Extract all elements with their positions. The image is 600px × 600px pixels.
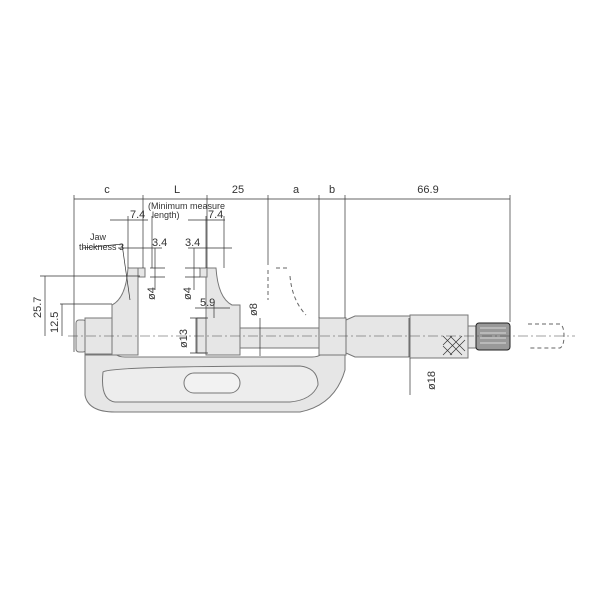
left-jaw-width: 7.4 bbox=[130, 209, 145, 221]
left-jaw-tip bbox=[137, 267, 146, 278]
knurl bbox=[442, 335, 466, 356]
sleeve bbox=[345, 315, 411, 358]
spindle bbox=[239, 327, 321, 349]
left-jaw bbox=[111, 267, 139, 356]
right-jaw-tip: 3.4 bbox=[185, 237, 200, 249]
grip-oval bbox=[183, 372, 241, 394]
dim-L: L bbox=[174, 184, 180, 196]
dim-25: 25 bbox=[232, 184, 244, 196]
dim-a: a bbox=[293, 184, 300, 196]
left-jaw-dia: ø4 bbox=[146, 287, 158, 300]
min-measure-note-1: (Minimum measure bbox=[148, 201, 225, 211]
dia-13: ø13 bbox=[178, 329, 190, 348]
height-25-7: 25.7 bbox=[32, 297, 44, 318]
right-jaw-dia: ø4 bbox=[182, 287, 194, 300]
frame-boss bbox=[318, 317, 347, 356]
ratchet bbox=[475, 322, 511, 351]
dim-b: b bbox=[329, 184, 335, 196]
thimble bbox=[409, 314, 469, 359]
dim-66-9: 66.9 bbox=[417, 184, 438, 196]
dia-18: ø18 bbox=[426, 371, 438, 390]
dim-5-9: 5.9 bbox=[200, 297, 215, 309]
dia-8: ø8 bbox=[248, 303, 260, 316]
jaw-note-2: thickness 3 bbox=[79, 242, 124, 252]
right-jaw-tip bbox=[199, 267, 208, 278]
height-12-5: 12.5 bbox=[49, 312, 61, 333]
ghost-jaw bbox=[267, 267, 307, 316]
right-jaw-width: 7.4 bbox=[208, 209, 223, 221]
right-jaw bbox=[205, 267, 241, 356]
ratchet-neck bbox=[467, 325, 477, 349]
dim-c: c bbox=[104, 184, 110, 196]
left-jaw-tip: 3.4 bbox=[152, 237, 167, 249]
jaw-note-1: Jaw bbox=[90, 232, 107, 242]
min-measure-note-2: length) bbox=[152, 210, 180, 220]
